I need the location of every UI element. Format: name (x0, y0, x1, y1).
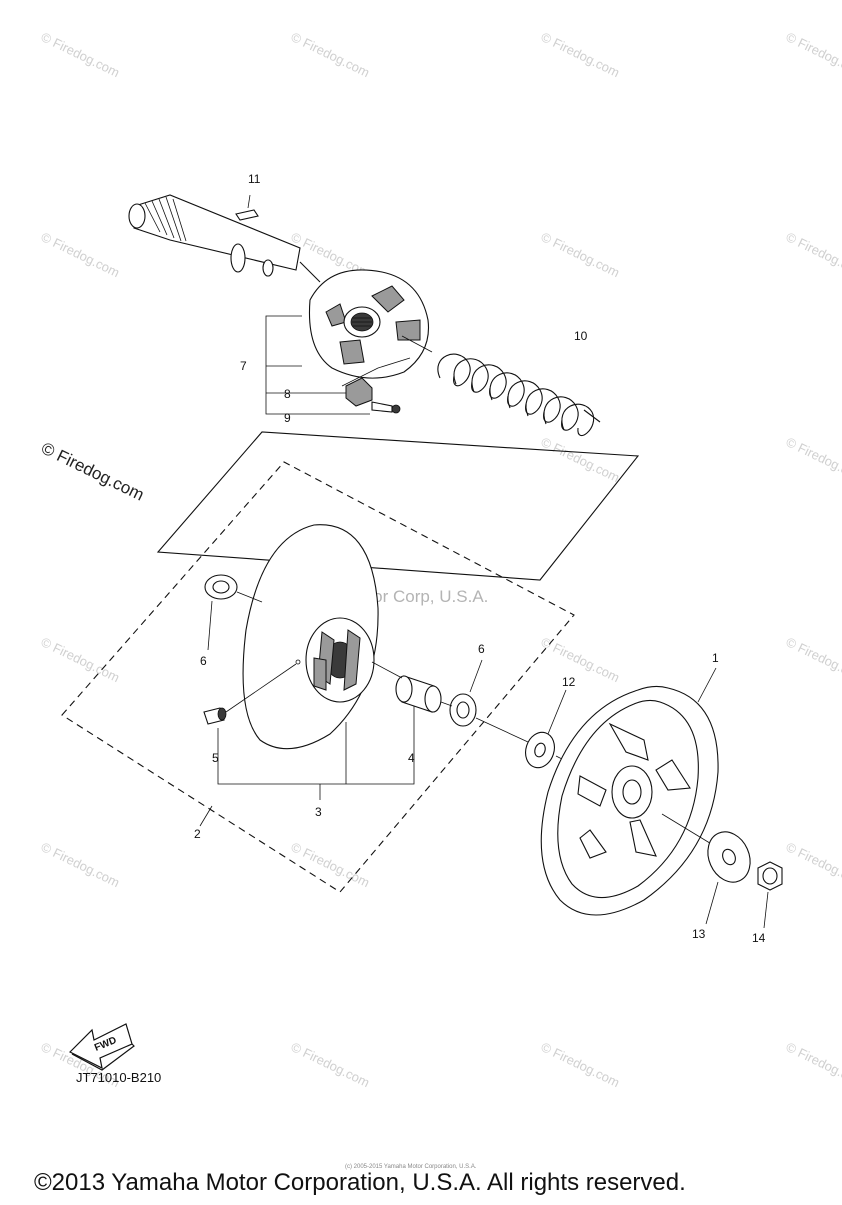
screw (371, 401, 393, 413)
compression-spring (437, 353, 601, 436)
drive-shaft (128, 194, 321, 283)
callout-2: 2 (194, 827, 201, 841)
watermark-text: © Firedog.com (539, 229, 622, 280)
spider-assembly (308, 269, 430, 379)
fwd-arrow-icon: FWD (68, 1023, 135, 1071)
watermark-text: © Firedog.com (39, 29, 122, 80)
slider-shoe (345, 377, 373, 407)
watermark-text: © Firedog.com (784, 634, 842, 685)
callout-10: 10 (574, 329, 588, 343)
grease-nipple (203, 707, 227, 725)
watermark-text: © Firedog.com (289, 29, 372, 80)
washer-outer (707, 831, 751, 883)
watermark-text: © Firedog.com (784, 29, 842, 80)
watermark-text: © Firedog.com (289, 1039, 372, 1090)
flange-nut (757, 861, 783, 891)
callout-13: 13 (692, 927, 706, 941)
callout-1: 1 (712, 651, 719, 665)
collar-bushing (395, 675, 442, 713)
watermark-text: © Firedog.com (39, 634, 122, 685)
callout-6-left: 6 (200, 654, 207, 668)
watermark-text: © Firedog.com (289, 839, 372, 890)
callout-3: 3 (315, 805, 322, 819)
watermark-text: © Firedog.com (784, 229, 842, 280)
watermark-text: © Firedog.com (784, 434, 842, 485)
watermark-text: © Firedog.com (539, 1039, 622, 1090)
watermark-text: © Firedog.com (39, 839, 122, 890)
thrust-washer (525, 731, 555, 769)
fine-print: (c) 2005-2015 Yamaha Motor Corporation, … (345, 1164, 477, 1170)
woodruff-key (235, 209, 259, 221)
fixed-sheave (540, 685, 719, 916)
watermark-text: © Firedog.com (784, 1039, 842, 1090)
callout-8: 8 (284, 387, 291, 401)
callout-7: 7 (240, 359, 247, 373)
sliding-sheave (242, 524, 379, 750)
callout-9: 9 (284, 411, 291, 425)
washer-left (204, 574, 238, 600)
callout-5: 5 (212, 751, 219, 765)
watermark-layer: © Firedog.com © Firedog.com © Firedog.com ©… (39, 29, 842, 1090)
callout-4: 4 (408, 751, 415, 765)
copyright-notice: ©2013 Yamaha Motor Corporation, U.S.A. A… (34, 1169, 686, 1196)
washer-right (449, 693, 477, 727)
callout-11: 11 (248, 172, 261, 186)
watermark-text: © Firedog.com (539, 29, 622, 80)
callout-12: 12 (562, 675, 576, 689)
watermark-text: © Firedog.com (784, 839, 842, 890)
watermark-text: © Firedog.com (39, 229, 122, 280)
callout-6-right: 6 (478, 642, 485, 656)
side-watermark: © Firedog.com (38, 439, 147, 505)
watermark-text: © Firedog.com (539, 434, 622, 485)
callout-14: 14 (752, 931, 766, 945)
diagram-code: JT71010-B210 (76, 1070, 161, 1085)
